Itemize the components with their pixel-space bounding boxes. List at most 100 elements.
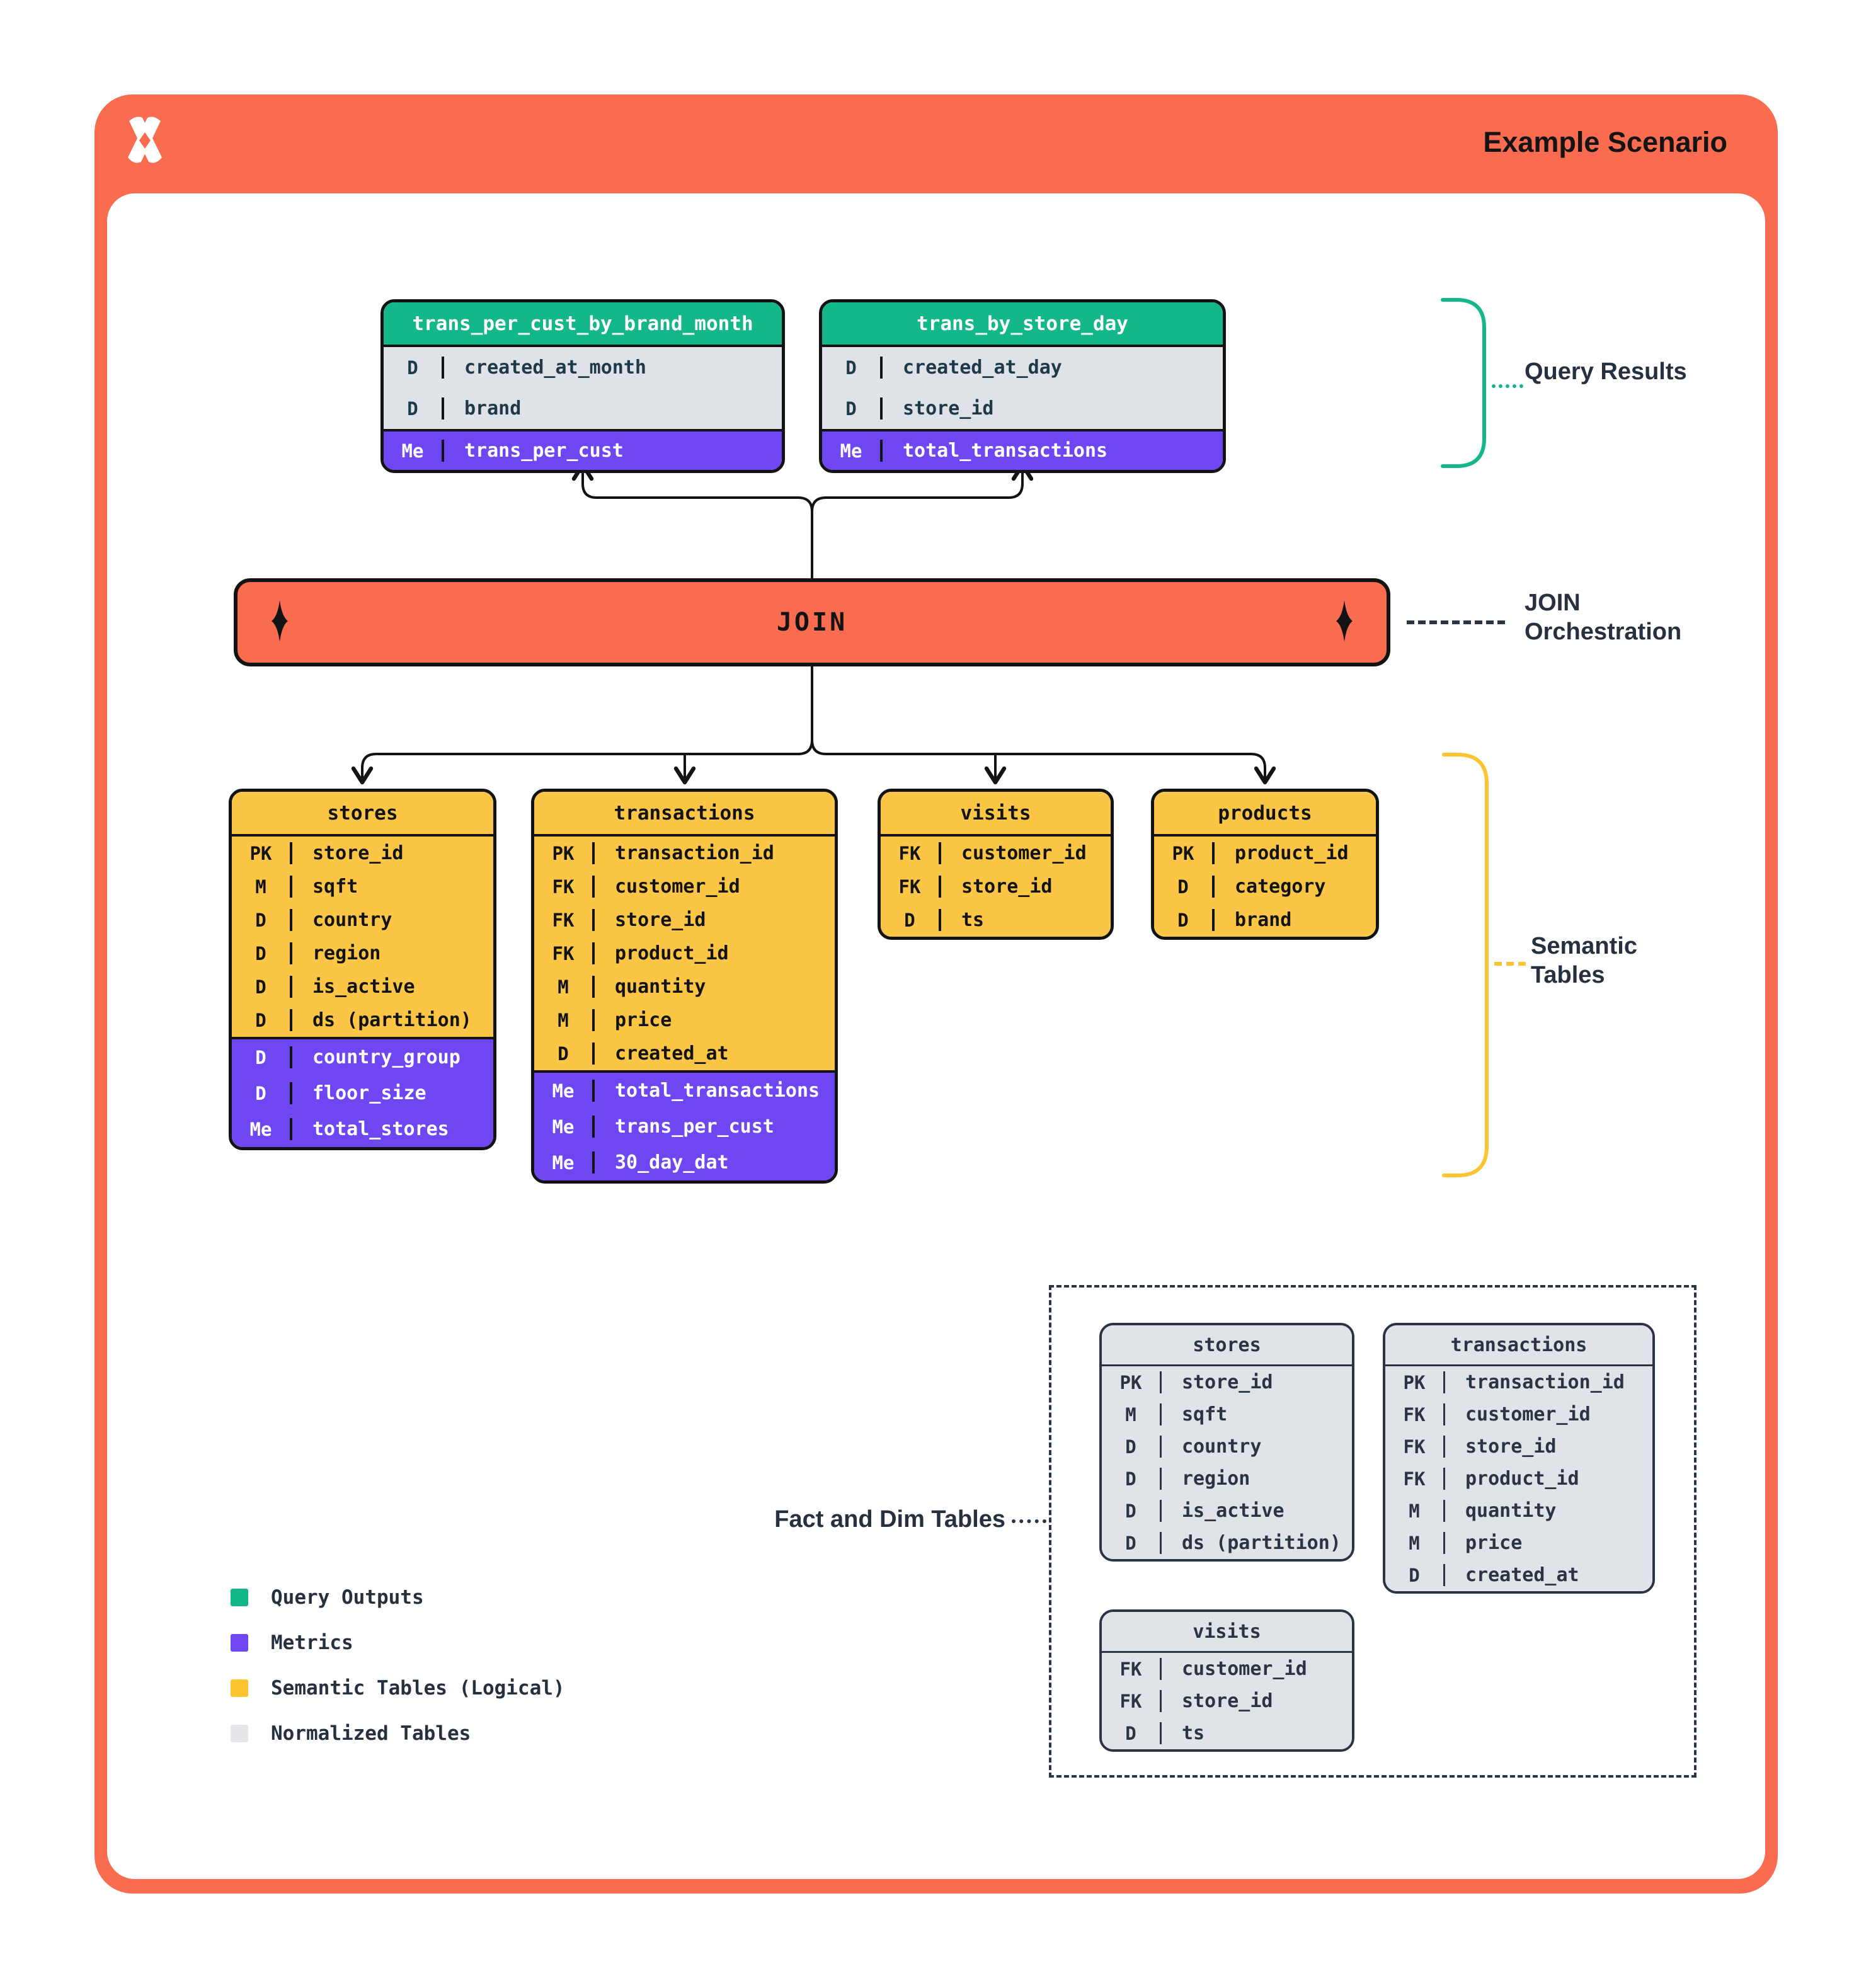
row-key-badge: D	[845, 357, 857, 379]
row-key-badge: FK	[552, 876, 575, 898]
row-key-badge: M	[255, 876, 266, 898]
join-label: JOIN	[776, 608, 848, 637]
fact-dim-label: Fact and Dim Tables	[774, 1506, 1005, 1533]
row-key-badge: D	[845, 397, 857, 420]
legend-swatch	[231, 1634, 248, 1652]
row-key-badge: FK	[1119, 1658, 1142, 1680]
row-key-badge: D	[558, 1043, 569, 1065]
join-orchestration-label: JOIN Orchestration	[1525, 590, 1682, 645]
column-name: brand	[442, 397, 782, 420]
row-key-badge: Me	[552, 1116, 575, 1138]
table-row: Me trans_per_cust	[534, 1109, 835, 1145]
column-name: created_at_month	[442, 357, 782, 379]
column-name: customer_id	[939, 842, 1111, 864]
column-name: created_at	[1443, 1564, 1652, 1586]
column-name: customer_id	[592, 876, 835, 898]
fact-dim-tables-box	[1049, 1285, 1696, 1778]
table-title: transactions	[534, 792, 835, 834]
column-name: sqft	[1160, 1403, 1352, 1425]
column-name: trans_per_cust	[442, 440, 782, 462]
row-key-badge: D	[1409, 1564, 1420, 1586]
column-name: store_id	[939, 876, 1111, 898]
row-key-badge: Me	[840, 440, 862, 462]
legend-swatch	[231, 1725, 248, 1742]
column-name: region	[290, 942, 493, 964]
column-name: store_id	[1160, 1371, 1352, 1393]
column-name: region	[1160, 1468, 1352, 1490]
row-key-badge: D	[255, 1046, 266, 1068]
table-title: trans_by_store_day	[822, 302, 1223, 345]
legend-label: Metrics	[271, 1631, 353, 1654]
column-name: customer_id	[1443, 1403, 1652, 1425]
legend-swatch	[231, 1679, 248, 1697]
column-name: brand	[1212, 909, 1376, 931]
legend-item: Metrics	[231, 1631, 565, 1654]
column-name: trans_per_cust	[592, 1116, 835, 1138]
row-key-badge: FK	[552, 942, 575, 964]
row-key-badge: FK	[1403, 1468, 1426, 1490]
row-key-badge: FK	[552, 909, 575, 931]
page-title: Example Scenario	[1483, 126, 1727, 158]
row-key-badge: M	[1125, 1403, 1136, 1425]
column-name: total_transactions	[592, 1080, 835, 1102]
column-name: store_id	[880, 397, 1223, 420]
column-name: store_id	[1443, 1436, 1652, 1458]
column-name: price	[1443, 1532, 1652, 1554]
column-name: store_id	[1160, 1690, 1352, 1712]
column-name: total_transactions	[880, 440, 1223, 462]
column-name: ts	[939, 909, 1111, 931]
row-key-badge: D	[407, 397, 418, 420]
column-name: country	[1160, 1436, 1352, 1458]
column-name: quantity	[1443, 1500, 1652, 1522]
join-orchestration-connector	[1407, 620, 1505, 624]
column-name: store_id	[290, 842, 493, 864]
column-name: ts	[1160, 1722, 1352, 1744]
legend-swatch	[231, 1589, 248, 1606]
column-name: floor_size	[290, 1082, 493, 1104]
column-name: is_active	[290, 976, 493, 998]
row-key-badge: D	[255, 1082, 266, 1104]
row-key-badge: PK	[552, 842, 575, 864]
row-key-badge: D	[1125, 1500, 1136, 1522]
query-results-connector	[1492, 384, 1523, 388]
column-name: price	[592, 1009, 835, 1031]
legend-label: Query Outputs	[271, 1586, 424, 1609]
column-name: ds (partition)	[1160, 1532, 1352, 1554]
table-title: visits	[1102, 1612, 1352, 1651]
